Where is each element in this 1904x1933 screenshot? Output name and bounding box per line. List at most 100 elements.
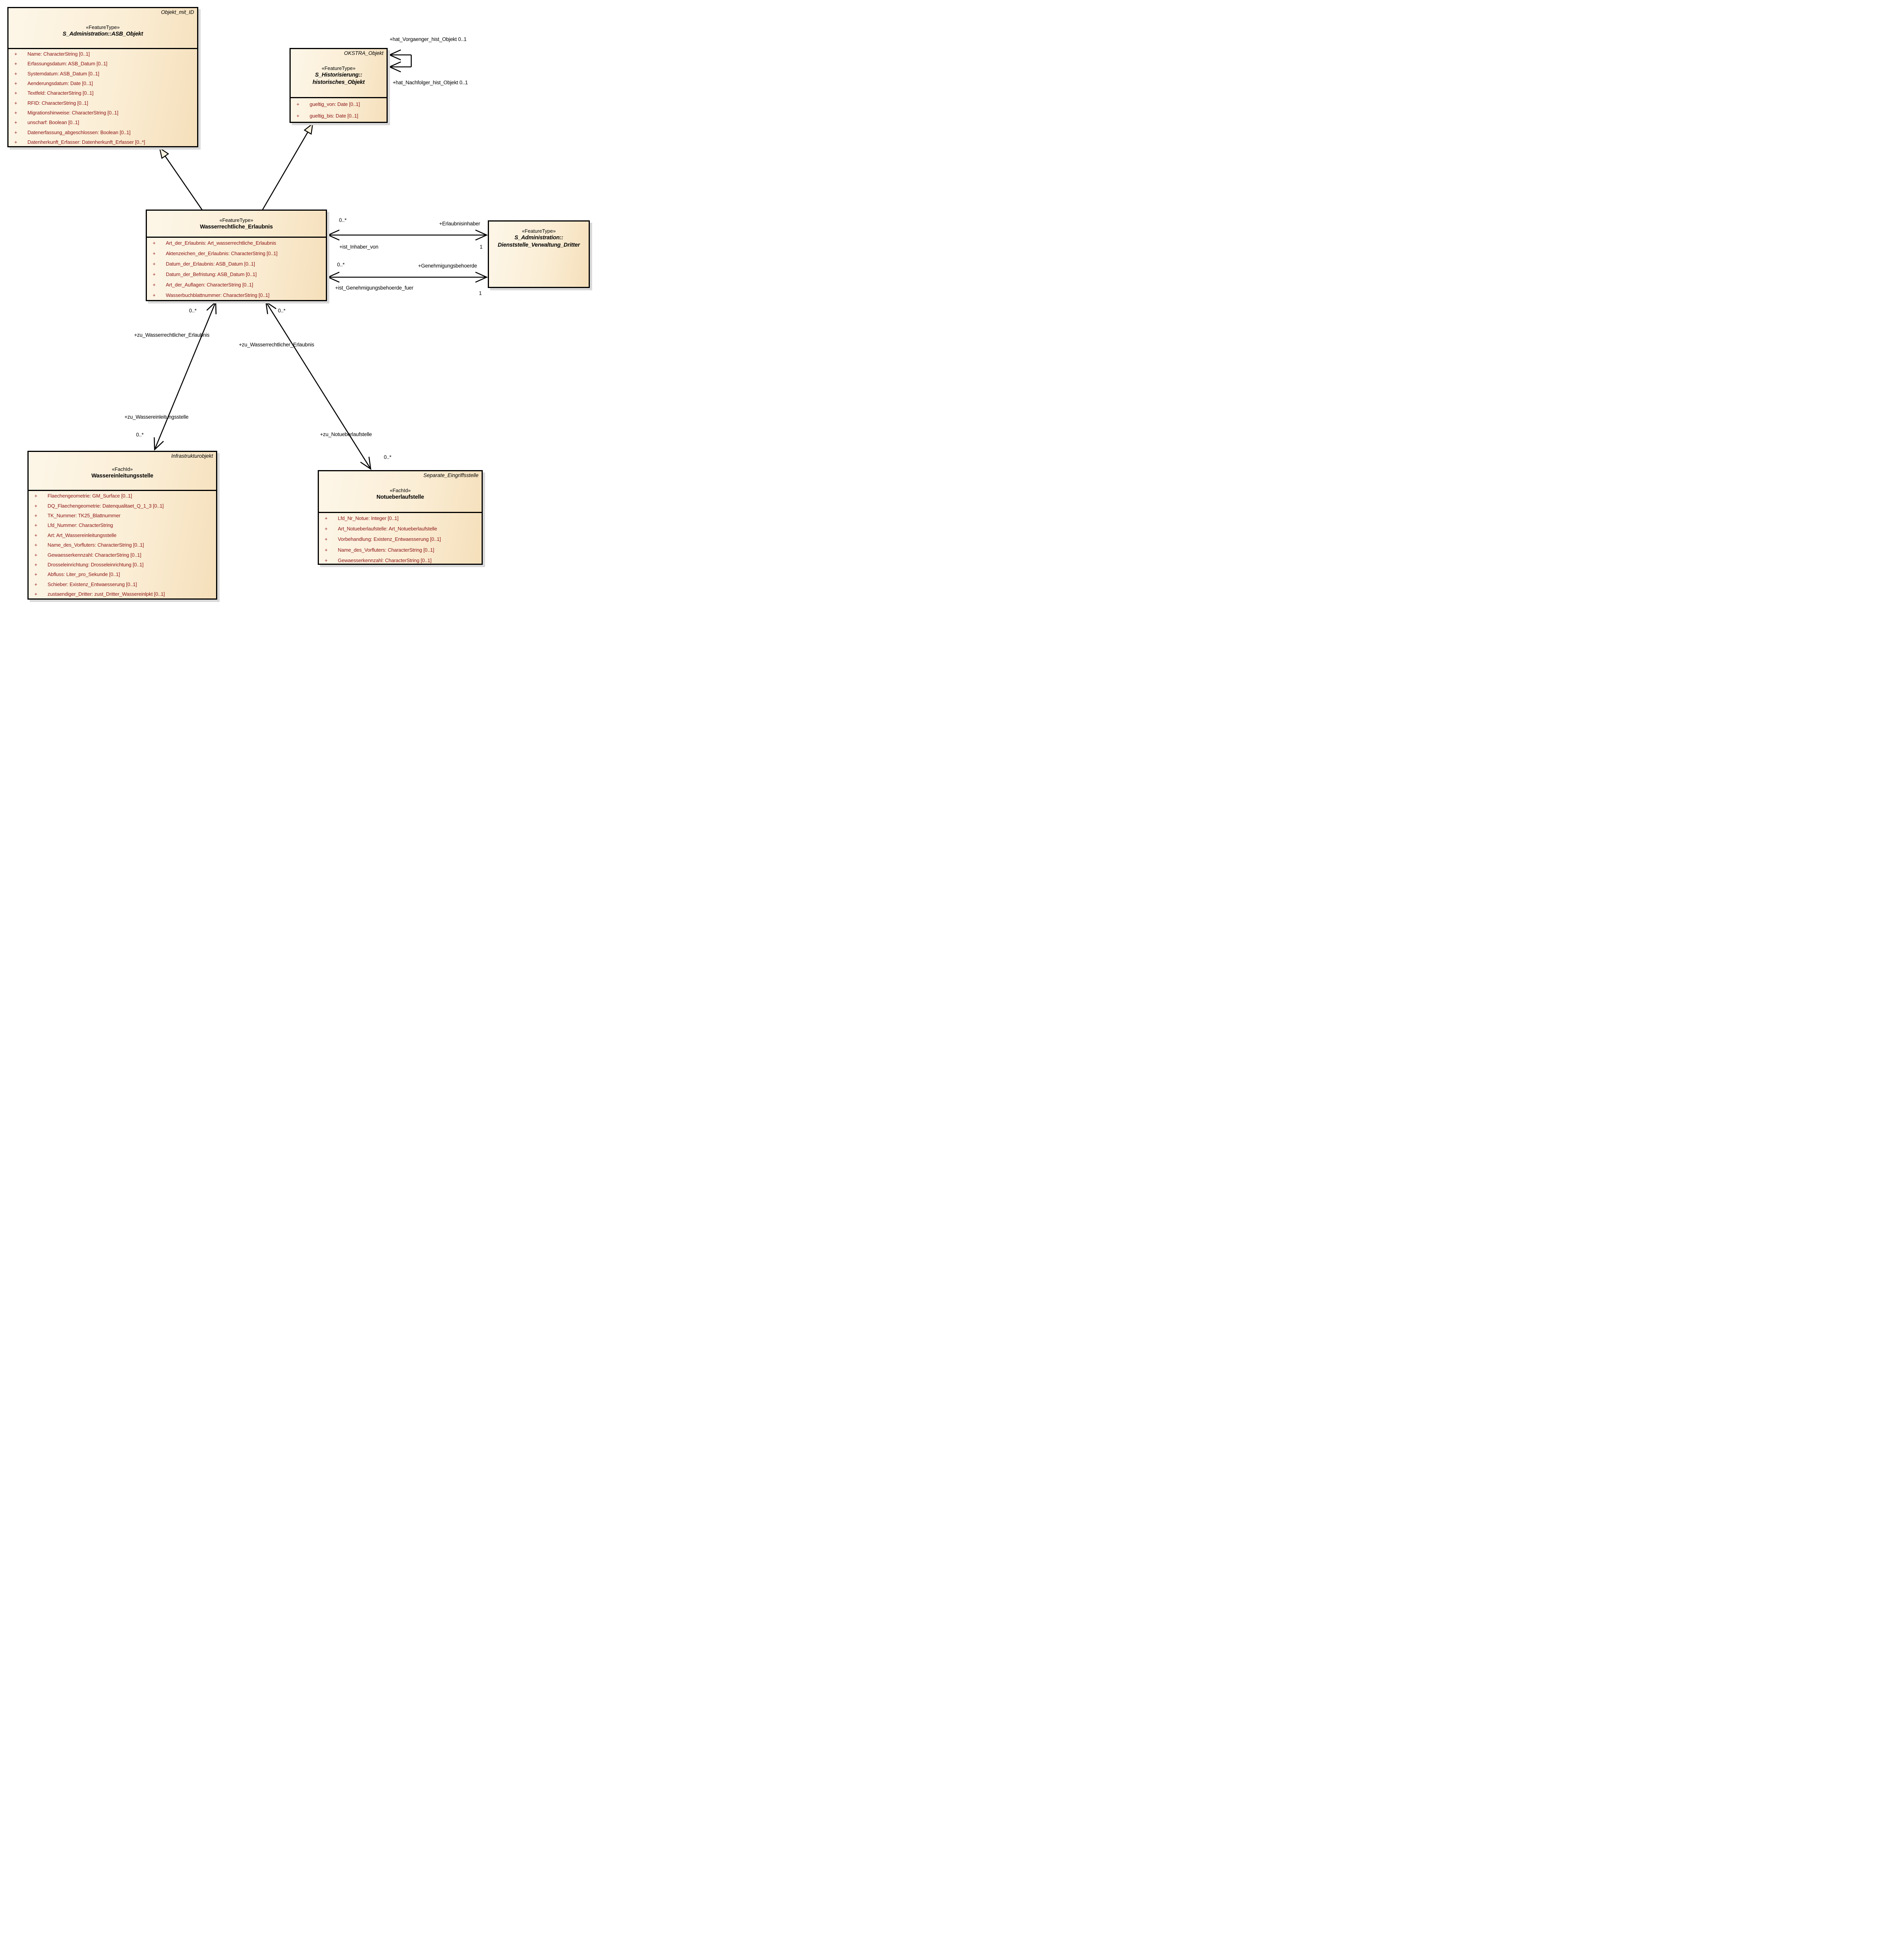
attribute-row: + Drosseleinrichtung: Drosseleinrichtung…: [29, 560, 216, 569]
class-name-line1: S_Historisierung::: [315, 72, 363, 78]
multiplicity-notueberlauf-stelle: 0..*: [384, 454, 392, 460]
attribute-list: + Lfd_Nr_Notue: Integer [0..1] + Art_Not…: [319, 512, 482, 566]
attribute-text: Textfeld: CharacterString [0..1]: [27, 90, 94, 96]
attribute-text: Flaechengeometrie: GM_Surface [0..1]: [48, 493, 132, 499]
attribute-text: Datenherkunft_Erfasser: Datenherkunft_Er…: [27, 139, 145, 145]
visibility-marker: +: [34, 561, 37, 568]
attribute-text: Aktenzeichen_der_Erlaubnis: CharacterStr…: [166, 251, 278, 256]
class-notueberlaufstelle: Separate_Eingriffsstelle «FachId» Notueb…: [318, 470, 483, 565]
class-name: S_Administration::ASB_Objekt: [63, 31, 143, 37]
attribute-text: Wasserbuchblattnummer: CharacterString […: [166, 292, 270, 298]
visibility-marker: +: [34, 581, 37, 587]
visibility-marker: +: [34, 571, 37, 578]
attribute-row: + Datum_der_Erlaubnis: ASB_Datum [0..1]: [147, 259, 326, 269]
visibility-marker: +: [34, 542, 37, 548]
attribute-text: Datum_der_Erlaubnis: ASB_Datum [0..1]: [166, 261, 255, 267]
attribute-text: Datum_der_Befristung: ASB_Datum [0..1]: [166, 271, 257, 277]
class-header: Separate_Eingriffsstelle «FachId» Notueb…: [319, 471, 482, 512]
visibility-marker: +: [14, 129, 17, 135]
attribute-text: Art: Art_Wassereinleitungsstelle: [48, 532, 117, 538]
visibility-marker: +: [14, 100, 17, 106]
multiplicity-wassereinleitung-stelle: 0..*: [136, 432, 144, 438]
visibility-marker: +: [153, 240, 156, 246]
attribute-row: + Art_der_Erlaubnis: Art_wasserrechtlich…: [147, 238, 326, 248]
class-name: Wassereinleitungsstelle: [91, 473, 153, 479]
attribute-row: + Schieber: Existenz_Entwaesserung [0..1…: [29, 580, 216, 589]
attribute-text: TK_Nummer: TK25_Blattnummer: [48, 512, 121, 518]
class-header: OKSTRA_Objekt «FeatureType» S_Historisie…: [291, 49, 387, 97]
attribute-row: + Abfluss: Liter_pro_Sekunde [0..1]: [29, 569, 216, 579]
attribute-text: Name_des_Vorfluters: CharacterString [0.…: [48, 542, 144, 548]
attribute-text: Art_Notueberlaufstelle: Art_Notueberlauf…: [338, 526, 437, 532]
attribute-text: Lfd_Nummer: CharacterString: [48, 522, 113, 528]
attribute-row: + Systemdatum: ASB_Datum [0..1]: [9, 69, 197, 78]
attribute-text: DQ_Flaechengeometrie: Datenqualitaet_Q_1…: [48, 503, 164, 509]
attribute-text: Art_der_Erlaubnis: Art_wasserrechtliche_…: [166, 240, 276, 246]
visibility-marker: +: [34, 512, 37, 518]
attribute-row: + Vorbehandlung: Existenz_Entwaesserung …: [319, 534, 482, 544]
stereotype-label: «FeatureType»: [322, 65, 356, 71]
attribute-row: + Datenerfassung_abgeschlossen: Boolean …: [9, 127, 197, 137]
role-label-hat-vorgaenger: +hat_Vorgaenger_hist_Objekt 0..1: [390, 36, 467, 42]
attribute-text: Gewaesserkennzahl: CharacterString [0..1…: [48, 552, 141, 558]
attribute-row: + Datenherkunft_Erfasser: Datenherkunft_…: [9, 137, 197, 147]
attribute-row: + TK_Nummer: TK25_Blattnummer: [29, 511, 216, 520]
attribute-row: + zustaendiger_Dritter: zust_Dritter_Was…: [29, 589, 216, 599]
class-header: Objekt_mit_ID «FeatureType» S_Administra…: [9, 8, 197, 48]
visibility-marker: +: [34, 532, 37, 538]
role-label-zu-wasserrechtlicher-erlaubnis-right: +zu_Wasserrechtlicher_Erlaubnis: [239, 342, 314, 348]
generalization-erlaubnis-to-historisches-objekt: [262, 124, 313, 210]
package-label: Objekt_mit_ID: [161, 9, 194, 15]
attribute-text: Name_des_Vorfluters: CharacterString [0.…: [338, 547, 434, 553]
attribute-row: + DQ_Flaechengeometrie: Datenqualitaet_Q…: [29, 501, 216, 510]
class-name-line2: Dienststelle_Verwaltung_Dritter: [497, 242, 580, 248]
attribute-text: Abfluss: Liter_pro_Sekunde [0..1]: [48, 571, 120, 578]
package-label: Infrastrukturobjekt: [171, 453, 213, 459]
diagram-connectors: [0, 0, 595, 607]
attribute-text: Erfassungsdatum: ASB_Datum [0..1]: [27, 61, 107, 67]
visibility-marker: +: [14, 70, 17, 77]
attribute-row: + Aenderungsdatum: Date [0..1]: [9, 78, 197, 88]
attribute-row: + Erfassungsdatum: ASB_Datum [0..1]: [9, 59, 197, 68]
visibility-marker: +: [34, 493, 37, 499]
uml-class-diagram: Objekt_mit_ID «FeatureType» S_Administra…: [0, 0, 595, 607]
visibility-marker: +: [34, 552, 37, 558]
attribute-text: Art_der_Auflagen: CharacterString [0..1]: [166, 282, 253, 288]
attribute-row: + Gewaesserkennzahl: CharacterString [0.…: [29, 550, 216, 559]
attribute-text: Schieber: Existenz_Entwaesserung [0..1]: [48, 581, 137, 587]
attribute-row: + Aktenzeichen_der_Erlaubnis: CharacterS…: [147, 248, 326, 259]
role-label-zu-wasserrechtlicher-erlaubnis-left: +zu_Wasserrechtlicher_Erlaubnis: [134, 332, 209, 338]
attribute-text: Datenerfassung_abgeschlossen: Boolean [0…: [27, 129, 131, 135]
attribute-row: + Gewaesserkennzahl: CharacterString [0.…: [319, 555, 482, 566]
multiplicity-genehmigungsbehoerde-target: 1: [479, 290, 482, 296]
attribute-row: + Name_des_Vorfluters: CharacterString […: [29, 540, 216, 550]
class-name: Wasserrechtliche_Erlaubnis: [200, 223, 273, 230]
attribute-row: + Wasserbuchblattnummer: CharacterString…: [147, 290, 326, 300]
attribute-list: + Flaechengeometrie: GM_Surface [0..1] +…: [29, 490, 216, 599]
attribute-row: + Textfeld: CharacterString [0..1]: [9, 88, 197, 98]
attribute-text: Systemdatum: ASB_Datum [0..1]: [27, 70, 99, 77]
visibility-marker: +: [34, 591, 37, 597]
attribute-text: Name: CharacterString [0..1]: [27, 51, 90, 57]
attribute-row: + Name_des_Vorfluters: CharacterString […: [319, 545, 482, 555]
attribute-row: + Lfd_Nr_Notue: Integer [0..1]: [319, 513, 482, 523]
visibility-marker: +: [325, 557, 328, 563]
attribute-row: + Migrationshinweise: CharacterString [0…: [9, 108, 197, 118]
visibility-marker: +: [325, 526, 328, 532]
attribute-list: + Name: CharacterString [0..1] + Erfassu…: [9, 48, 197, 147]
attribute-text: Aenderungsdatum: Date [0..1]: [27, 80, 93, 87]
class-header: «FeatureType» S_Administration:: Diensts…: [489, 222, 589, 287]
attribute-row: + Lfd_Nummer: CharacterString: [29, 520, 216, 530]
multiplicity-wassereinleitung-erlaubnis: 0..*: [189, 308, 197, 314]
class-name: Notueberlaufstelle: [376, 494, 424, 500]
visibility-marker: +: [153, 282, 156, 288]
visibility-marker: +: [14, 139, 17, 145]
attribute-text: Migrationshinweise: CharacterString [0..…: [27, 109, 119, 116]
attribute-row: + RFID: CharacterString [0..1]: [9, 98, 197, 107]
package-label: Separate_Eingriffsstelle: [423, 472, 479, 478]
attribute-row: + unscharf: Boolean [0..1]: [9, 118, 197, 127]
visibility-marker: +: [153, 251, 156, 256]
role-label-ist-inhaber-von: +ist_Inhaber_von: [339, 244, 378, 250]
attribute-row: + Flaechengeometrie: GM_Surface [0..1]: [29, 491, 216, 501]
generalization-erlaubnis-to-asb-objekt: [160, 148, 203, 210]
